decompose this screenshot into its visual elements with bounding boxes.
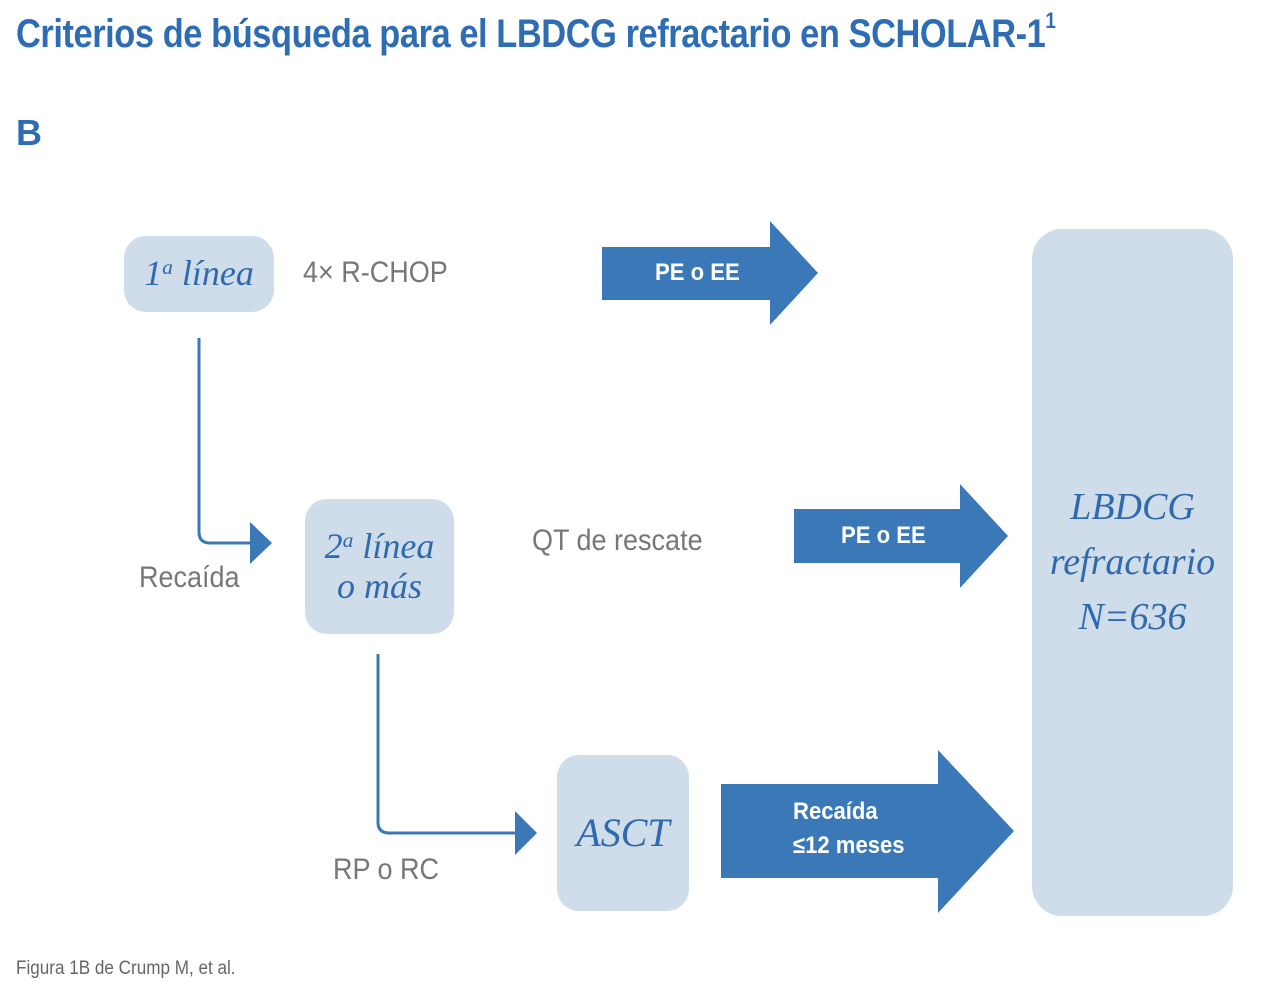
label-recaida: Recaída	[139, 561, 240, 594]
node-asct: ASCT	[557, 755, 689, 911]
connector-relapse-head	[250, 522, 272, 564]
node-second-line: 2a línea o más	[305, 499, 454, 634]
node-second-line-row1: 2a línea	[324, 525, 435, 567]
node-asct-label: ASCT	[576, 810, 670, 855]
node-refractory-line2: refractario	[1049, 540, 1216, 583]
arrow-pe-ee-1	[602, 221, 818, 325]
node-second-line-ordinal: a	[342, 527, 354, 552]
node-second-line-row2: o más	[336, 565, 422, 606]
node-refractory-lbdcg: LBDCG refractario N=636	[1032, 229, 1233, 916]
figure-title-superscript: 1	[1045, 8, 1056, 33]
label-rp-rc: RP o RC	[333, 853, 440, 886]
arrow-recaida-12	[721, 750, 1014, 913]
node-refractory-line3: N=636	[1078, 596, 1187, 639]
node-first-line-word: línea	[172, 253, 254, 294]
connector-rp-rc	[376, 654, 517, 835]
arrow-pe-ee-1-label: PE o EE	[655, 259, 740, 286]
connector-rp-rc-head	[515, 811, 537, 855]
panel-label: B	[16, 112, 42, 153]
arrow-pe-ee-2-label: PE o EE	[841, 522, 926, 549]
arrow-recaida-label-1: Recaída	[793, 798, 878, 825]
figure-title-text: Criterios de búsqueda para el LBDCG refr…	[16, 12, 1046, 56]
node-first-line-number: 1	[144, 253, 163, 294]
connector-relapse	[197, 338, 252, 545]
label-qt-rescate: QT de rescate	[532, 524, 703, 557]
label-r-chop: 4× R-CHOP	[303, 256, 448, 289]
node-first-line-label: 1a línea	[144, 253, 254, 294]
figure-caption: Figura 1B de Crump M, et al.	[16, 958, 236, 979]
node-first-line-ordinal: a	[162, 255, 173, 280]
node-second-line-number: 2	[324, 525, 343, 566]
arrow-recaida-label-2: ≤12 meses	[793, 832, 905, 859]
arrow-pe-ee-2	[794, 484, 1008, 588]
node-second-line-word: línea	[353, 525, 435, 566]
node-refractory-line1: LBDCG	[1070, 485, 1195, 528]
node-first-line: 1a línea	[124, 236, 274, 312]
figure-title: Criterios de búsqueda para el LBDCG refr…	[16, 8, 1056, 57]
